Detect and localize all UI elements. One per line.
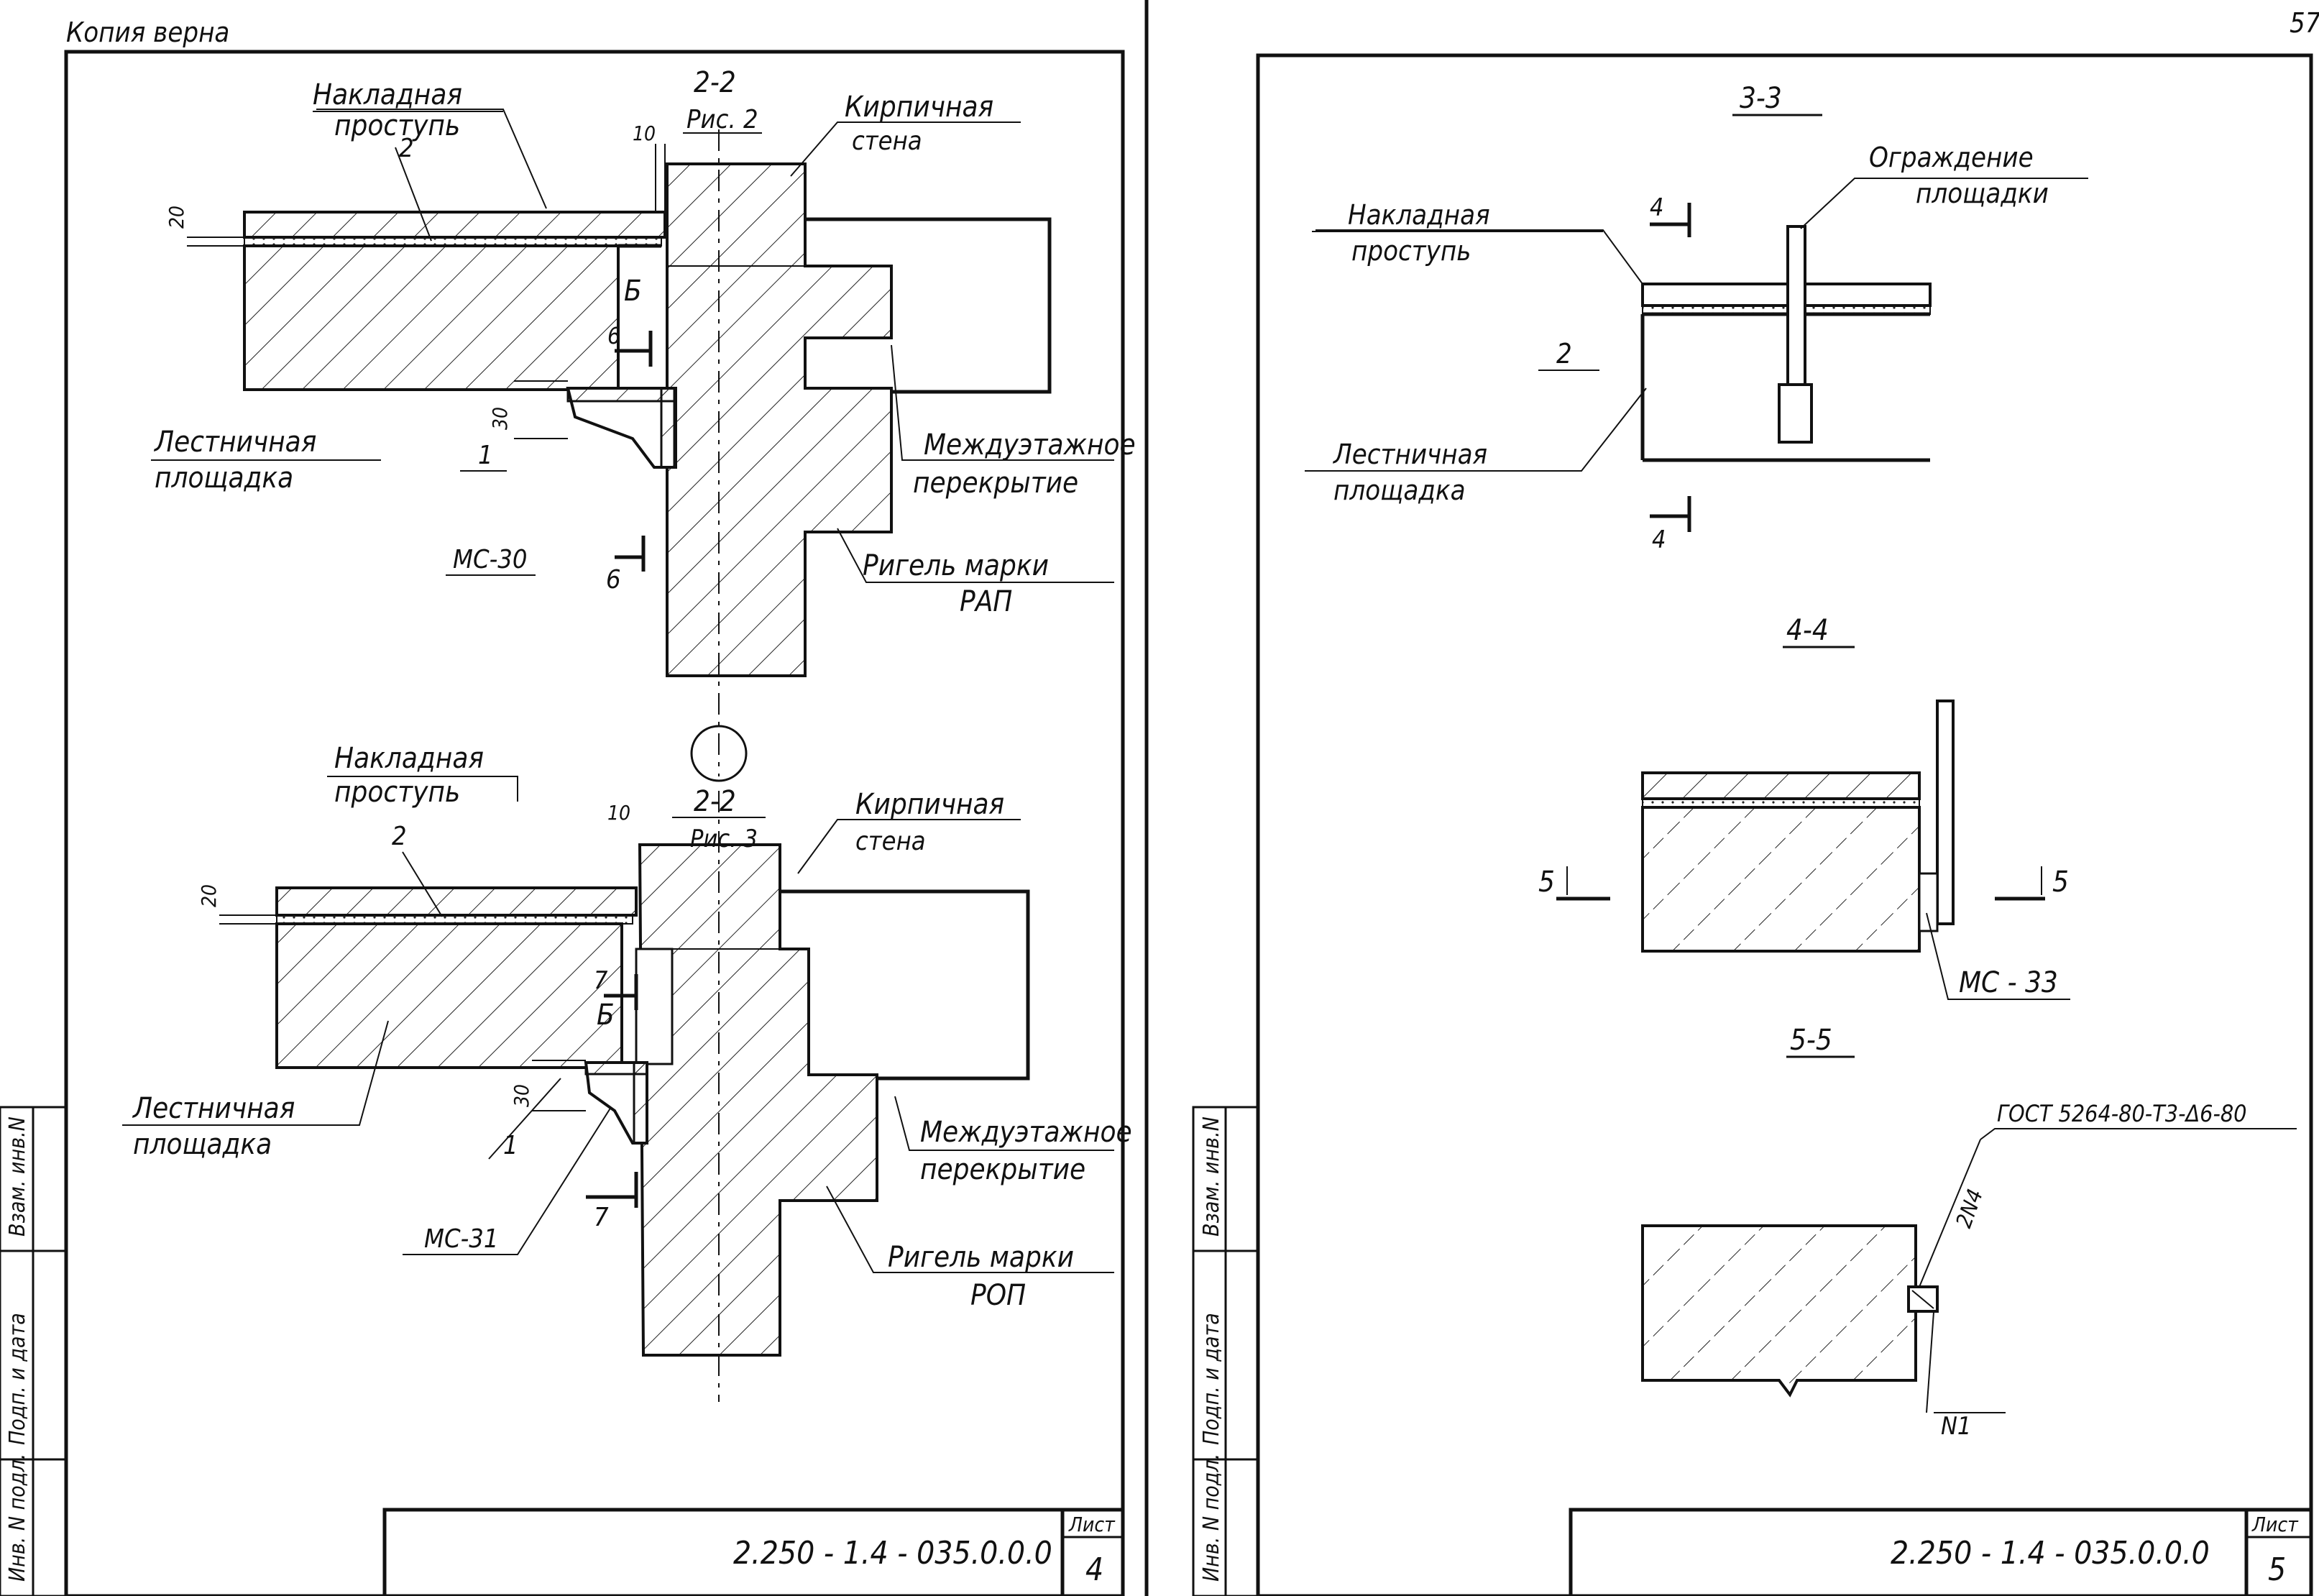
sec44-cut-mark-right: 5: [2052, 866, 2069, 899]
fig3-dim-10: 10: [607, 801, 630, 825]
fig2-dim-20: 20: [165, 206, 188, 229]
fig2-drawing: [151, 109, 1114, 782]
fig2-brick-wall: [666, 162, 893, 677]
fig3-floor-label-2: перекрытие: [920, 1153, 1085, 1186]
fig2-wall-label-2: стена: [852, 127, 922, 156]
fig2-part-label: МС-30: [453, 545, 527, 574]
fig3-floor-label-1: Междуэтажное: [920, 1116, 1132, 1149]
fig2-tread-label-1: Накладная: [313, 78, 462, 111]
fig3-tread-pos: 2: [392, 822, 407, 851]
sec55-n-label: N1: [1941, 1412, 1971, 1441]
fig3-section-sub: Рис. 3: [690, 825, 758, 853]
sec44-railing-post: [1936, 700, 1955, 925]
sec33-landing-label-2: площадка: [1333, 474, 1466, 506]
sec44-part-label: МС - 33: [1959, 966, 2058, 999]
sec33-cut-mark-top: 4: [1650, 193, 1663, 222]
fig2-beam-label-2: РАП: [960, 585, 1012, 618]
fig3-tread-label-2: проступь: [334, 776, 460, 809]
sec33-tread-label-2: проступь: [1351, 235, 1471, 267]
fig2-weld-mark: Б: [624, 275, 642, 308]
fig3-landing-pos: 1: [503, 1131, 518, 1160]
sec44-drawing: [1556, 646, 2070, 1000]
fig3-cut-mark-top: 7: [594, 966, 608, 995]
fig2-landing-pos: 1: [478, 441, 493, 470]
fig3-weld-mark: Б: [597, 999, 615, 1032]
fig2-cut-mark-bottom: 6: [606, 565, 621, 595]
left-title-code: 2.250 - 1.4 - 035.0.0.0: [733, 1535, 1052, 1572]
fig2-landing-label-2: площадка: [155, 462, 293, 495]
fig3-dim-30: 30: [510, 1084, 533, 1107]
fig3-section-label: 2-2: [694, 785, 736, 818]
sec33-rail-label-1: Ограждение: [1869, 142, 2034, 173]
left-sheet-number: 4: [1085, 1551, 1103, 1588]
fig2-axis-bubble: [690, 725, 748, 782]
fig3-drawing: [122, 776, 1114, 1402]
right-sheet-number: 5: [2268, 1551, 2286, 1588]
fig2-cut-mark-top: 6: [607, 322, 620, 349]
fig3-cut-mark-bottom: 7: [594, 1203, 609, 1232]
label-underlines: [313, 111, 1603, 820]
left-stamp-inv: Инв. N подл.: [5, 1454, 30, 1582]
right-sheet-label: Лист: [2251, 1513, 2299, 1536]
copy-note: Копия верна: [66, 17, 229, 48]
fig3-landing-label-2: площадка: [133, 1128, 272, 1161]
right-stamp-repl: Взам. инв.N: [1199, 1116, 1224, 1237]
fig3-beam-label-2: РОП: [970, 1279, 1026, 1312]
left-sheet-label: Лист: [1068, 1513, 1116, 1536]
sec33-pos-2: 2: [1556, 338, 1572, 370]
fig2-section-label: 2-2: [694, 66, 736, 99]
fig2-beam-label-1: Ригель марки: [863, 549, 1049, 582]
fig3-beam-label-1: Ригель марки: [888, 1241, 1074, 1274]
fig2-landing-slab: [243, 244, 620, 391]
fig2-dim-30: 30: [488, 407, 512, 430]
fig3-part-label: МС-31: [424, 1224, 498, 1254]
fig3-tread: [275, 886, 638, 917]
right-sheet-frame: [1192, 53, 2313, 1596]
fig2-tread: [243, 211, 666, 239]
fig2-floor-label-1: Междуэтажное: [924, 428, 1136, 462]
sec33-cut-mark-bottom: 4: [1652, 526, 1666, 554]
right-stamp-inv: Инв. N подл.: [1199, 1454, 1224, 1582]
left-stamp-repl: Взам. инв.N: [5, 1116, 30, 1237]
sec33-tread-label-1: Накладная: [1348, 199, 1490, 231]
sec33-drawing: [1305, 114, 2088, 532]
fig3-landing-slab: [275, 922, 623, 1069]
fig2-tread-label-2: проступь: [334, 109, 460, 142]
fig2-wall-label-1: Кирпичная: [845, 91, 993, 124]
sec33-title: 3-3: [1740, 82, 1782, 115]
sec44-landing-slab: [1641, 806, 1921, 953]
sec55-drawing: [1641, 1055, 2297, 1413]
fig3-dim-20: 20: [197, 884, 221, 907]
sec44-cut-mark-left: 5: [1538, 866, 1555, 899]
sec55-title: 5-5: [1790, 1024, 1832, 1057]
sec33-rail-label-2: площадки: [1916, 178, 2049, 209]
sec55-slab: [1641, 1224, 1917, 1398]
sec55-weld-label: 2N4: [1952, 1186, 1989, 1232]
left-stamp-sign: Подп. и дата: [5, 1313, 30, 1445]
fig2-tread-pos: 2: [399, 134, 414, 163]
right-stamp-sign: Подп. и дата: [1199, 1313, 1224, 1445]
right-title-code: 2.250 - 1.4 - 035.0.0.0: [1891, 1535, 2210, 1572]
sec55-gost-label: ГОСТ 5264-80-Т3-Δ6-80: [1997, 1100, 2246, 1127]
page-number: 57: [2290, 7, 2319, 39]
sec33-landing-label-1: Лестничная: [1333, 439, 1487, 470]
fig2-floor-label-2: перекрытие: [913, 467, 1078, 500]
sec44-title: 4-4: [1786, 614, 1829, 647]
fig3-tread-label-1: Накладная: [334, 742, 484, 775]
fig3-wall-label-1: Кирпичная: [855, 788, 1004, 821]
fig2-dim-10: 10: [633, 121, 656, 145]
left-sheet-frame: [0, 0, 1149, 1596]
fig2-landing-label-1: Лестничная: [153, 426, 316, 459]
fig2-section-sub: Рис. 2: [686, 105, 758, 134]
fig3-wall-label-2: стена: [855, 827, 926, 856]
fig3-landing-label-1: Лестничная: [132, 1092, 295, 1125]
fig3-brick-wall: [638, 843, 878, 1357]
